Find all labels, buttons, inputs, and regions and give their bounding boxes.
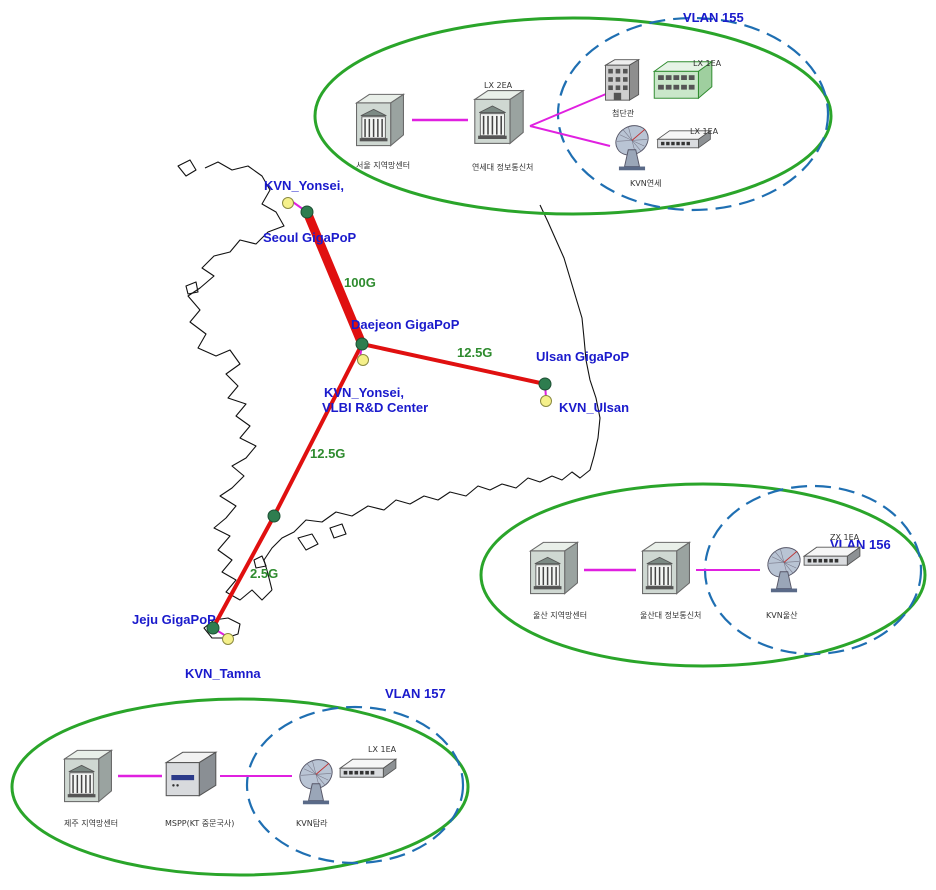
seoul-relay-tag: LX 2EA	[484, 81, 513, 90]
kvn-site-nodes	[222, 197, 552, 645]
ulsan-region-ellipse	[479, 482, 927, 668]
speed-daejeon-south: 12.5G	[310, 446, 345, 461]
seoul-bldg-icon[interactable]	[605, 59, 640, 101]
ulsan-gigapop-node[interactable]	[538, 377, 552, 391]
speed-seoul-daejeon: 100G	[344, 275, 376, 290]
speed-daejeon-ulsan: 12.5G	[457, 345, 492, 360]
label-kvn-yonsei: KVN_Yonsei,	[264, 178, 344, 193]
seoul-link-relay-bldg	[529, 93, 607, 127]
seoul-region-ellipse	[313, 16, 833, 216]
label-daejeon-gigapop: Daejeon GigaPoP	[351, 317, 460, 332]
east-coastline	[263, 204, 601, 591]
seoul-center-label: 서울 지역망센터	[356, 160, 410, 170]
gigapop-nodes	[206, 205, 552, 635]
ulsan-panel: VLAN 156 울산 지역망센터 울산대 정보통신처 KVN울산 ZX 1EA	[479, 482, 927, 668]
node-labels: KVN_Yonsei, Seoul GigaPoP Daejeon GigaPo…	[132, 178, 630, 681]
jeju-center-server-icon[interactable]	[63, 749, 113, 803]
seoul-relay-label: 연세대 정보통신처	[472, 162, 533, 172]
kvn-yonsei-node[interactable]	[282, 197, 294, 209]
label-kvn-ulsan: KVN_Ulsan	[559, 400, 629, 415]
seoul-gigapop-node[interactable]	[300, 205, 314, 219]
seoul-vlan-ellipse	[556, 16, 830, 212]
relay-gigapop-node[interactable]	[267, 509, 281, 523]
northwest-islands	[177, 159, 199, 295]
link-seoul-daejeon	[302, 207, 367, 349]
seoul-relay-server-icon[interactable]	[474, 89, 524, 145]
seoul-antenna-label: KVN연세	[630, 179, 661, 188]
label-daejeon-kvn-1: KVN_Yonsei,	[324, 385, 404, 400]
label-seoul-gigapop: Seoul GigaPoP	[263, 230, 357, 245]
label-kvn-tamna: KVN_Tamna	[185, 666, 261, 681]
seoul-center-server-icon[interactable]	[355, 93, 405, 147]
kvn-ulsan-node[interactable]	[540, 395, 552, 407]
backbone-links	[211, 207, 547, 630]
jeju-antenna-label: KVN탐라	[296, 818, 328, 828]
ulsan-antenna-label: KVN울산	[766, 610, 798, 620]
ulsan-antenna-icon[interactable]	[761, 541, 807, 593]
west-coastline	[187, 161, 285, 601]
jeju-mspp-icon[interactable]	[165, 751, 217, 797]
ulsan-relay-server-icon[interactable]	[641, 541, 691, 595]
kvn-daejeon-node[interactable]	[357, 354, 369, 366]
speed-south-jeju: 2.5G	[250, 566, 278, 581]
jeju-antenna-icon[interactable]	[293, 753, 339, 805]
jeju-vlan-label: VLAN 157	[385, 686, 446, 701]
seoul-switch1-tag: LX 1EA	[693, 59, 722, 68]
link-daejeon-south	[272, 342, 364, 518]
jeju-switch-tag: LX 1EA	[368, 745, 397, 754]
jeju-region-ellipse	[10, 697, 470, 877]
seoul-link-relay-dish	[529, 125, 611, 147]
kvn-tamna-node[interactable]	[222, 633, 234, 645]
label-ulsan-gigapop: Ulsan GigaPoP	[536, 349, 630, 364]
link-south-jeju	[211, 514, 276, 630]
jeju-gigapop-node[interactable]	[206, 621, 220, 635]
ulsan-relay-label: 울산대 정보통신처	[640, 610, 701, 620]
link-daejeon-ulsan	[360, 342, 547, 386]
seoul-panel: VLAN 155 서울 지역망센터 LX 2EA 연세대 정보통신처 첨단관 L…	[313, 10, 833, 216]
seoul-bldg-label: 첨단관	[612, 108, 635, 118]
link-speed-labels: 100G 12.5G 12.5G 2.5G	[250, 275, 492, 581]
seoul-antenna-icon[interactable]	[609, 119, 655, 171]
ulsan-center-label: 울산 지역망센터	[533, 610, 587, 620]
jeju-panel: VLAN 157 제주 지역망센터 MSPP(KT 중문국사) KVN탐라 LX…	[10, 686, 470, 877]
jeju-switch-icon[interactable]	[339, 758, 397, 778]
jeju-vlan-ellipse	[245, 705, 465, 865]
south-islands	[253, 523, 347, 569]
label-jeju-gigapop: Jeju GigaPoP	[132, 612, 216, 627]
seoul-switch2-tag: LX 1EA	[690, 127, 719, 136]
jeju-mspp-label: MSPP(KT 중문국사)	[165, 819, 234, 828]
ulsan-switch-icon[interactable]	[803, 546, 861, 566]
ulsan-center-server-icon[interactable]	[529, 541, 579, 595]
jeju-center-label: 제주 지역망센터	[64, 818, 118, 828]
ulsan-switch-tag: ZX 1EA	[830, 533, 860, 542]
seoul-vlan-label: VLAN 155	[683, 10, 744, 25]
label-daejeon-kvn-2: VLBI R&D Center	[322, 400, 428, 415]
daejeon-gigapop-node[interactable]	[355, 337, 369, 351]
